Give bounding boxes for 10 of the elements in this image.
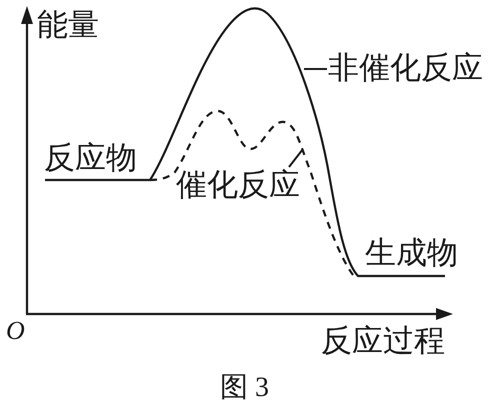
curve-label: 催化反应 [176, 170, 300, 201]
curve-label: 非催化反应 [328, 53, 483, 84]
leader-line [304, 68, 327, 70]
axis-label: 能量 [37, 10, 99, 41]
reactant-label: 反应物 [44, 143, 137, 174]
figure-caption: 图 3 [220, 374, 269, 402]
leader-line [288, 148, 304, 168]
axis-label: 反应过程 [321, 326, 445, 357]
origin-label: O [6, 318, 25, 344]
product-label: 生成物 [365, 238, 458, 269]
